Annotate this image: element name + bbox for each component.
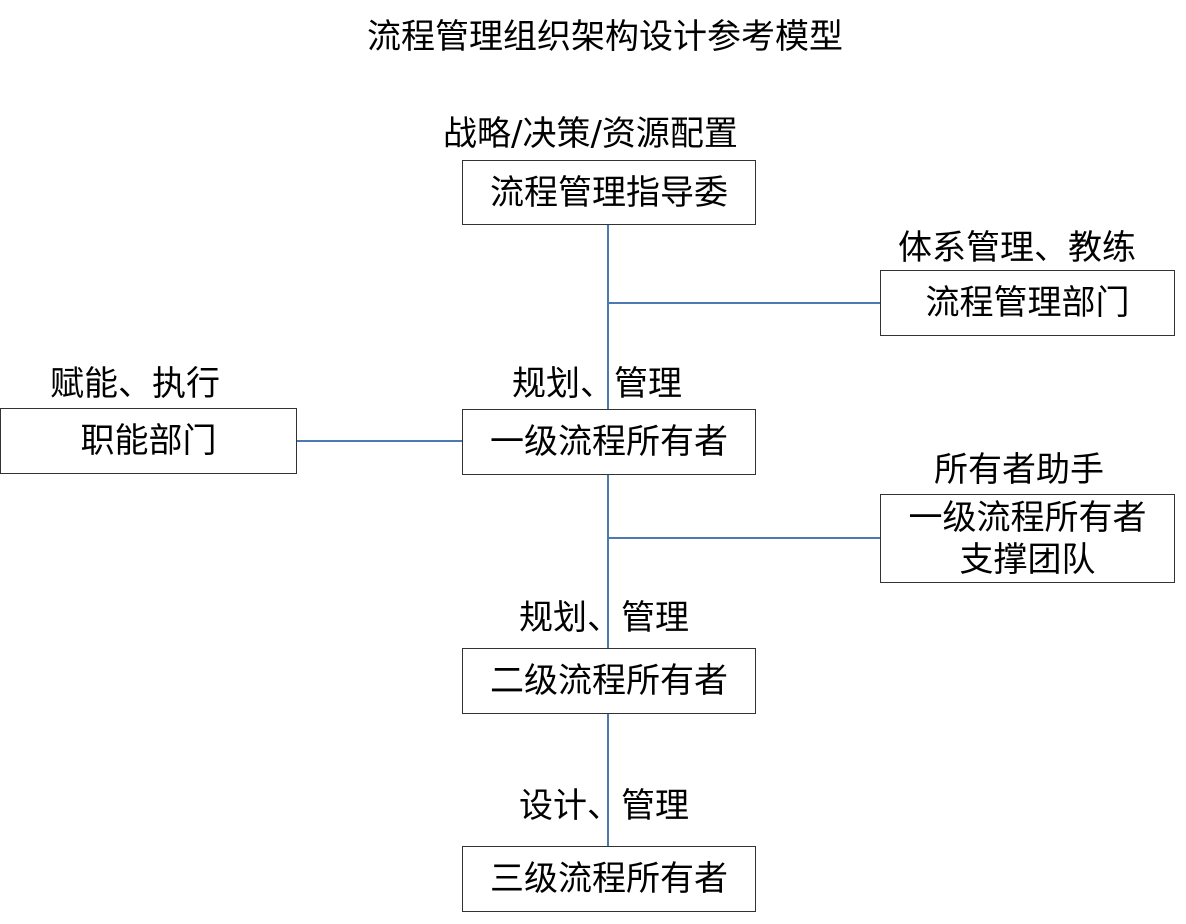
steering-committee-label: 流程管理指导委 — [490, 172, 728, 213]
level3-owner-box: 三级流程所有者 — [462, 846, 756, 912]
process-dept-label: 流程管理部门 — [925, 283, 1130, 323]
process-dept-caption: 体系管理、教练 — [898, 228, 1136, 268]
support-team-caption: 所有者助手 — [934, 450, 1104, 490]
functional-dept-label: 职能部门 — [80, 421, 217, 461]
support-team-label-line1: 一级流程所有者 — [908, 497, 1147, 538]
support-team-label-line2: 支撑团队 — [959, 539, 1096, 580]
level1-owner-label: 一级流程所有者 — [490, 422, 728, 462]
functional-dept-caption: 赋能、执行 — [50, 364, 220, 404]
process-dept-box: 流程管理部门 — [880, 270, 1175, 336]
level1-owner-box: 一级流程所有者 — [462, 409, 756, 475]
level2-owner-box: 二级流程所有者 — [462, 648, 756, 714]
functional-dept-box: 职能部门 — [0, 408, 297, 474]
steering-committee-box: 流程管理指导委 — [462, 160, 756, 225]
level1-owner-caption: 规划、管理 — [512, 364, 682, 404]
support-team-box: 一级流程所有者 支撑团队 — [880, 494, 1175, 583]
level2-owner-caption: 规划、管理 — [519, 598, 689, 638]
steering-committee-caption: 战略/决策/资源配置 — [443, 114, 738, 154]
level3-owner-label: 三级流程所有者 — [490, 859, 728, 899]
level3-owner-caption: 设计、管理 — [519, 786, 689, 826]
diagram-title: 流程管理组织架构设计参考模型 — [367, 17, 843, 57]
level2-owner-label: 二级流程所有者 — [490, 661, 728, 701]
